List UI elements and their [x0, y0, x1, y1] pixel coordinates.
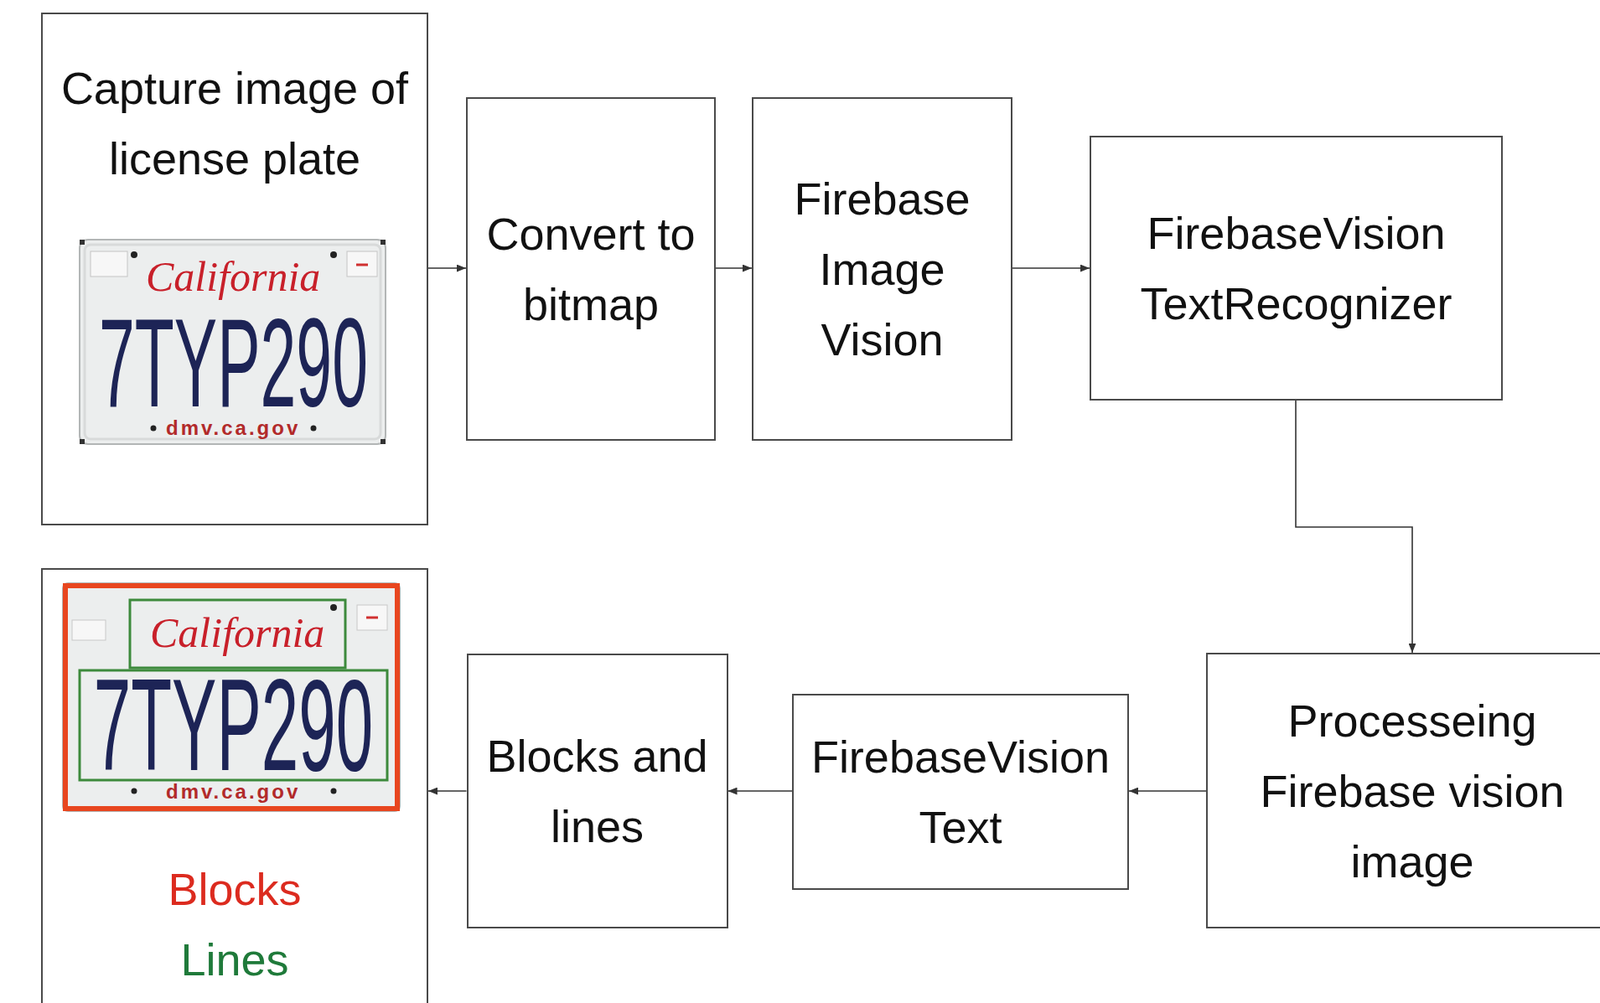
box-text: Capture image of license plate	[54, 52, 415, 194]
plate-text: California	[145, 255, 321, 298]
flow-arrow	[1012, 267, 1090, 270]
annotated-plate	[62, 583, 400, 812]
plate-text: dmv.ca.gov	[165, 418, 301, 439]
process-box: FirebaseVision TextRecognizer	[1089, 135, 1503, 401]
plate-corner	[380, 439, 386, 445]
plate-corner	[79, 439, 85, 445]
plate-sticker	[90, 251, 128, 277]
plate-body	[79, 239, 386, 445]
sticker-mark	[356, 264, 368, 267]
box-text: Blocks and lines	[480, 720, 715, 862]
line-outline	[129, 600, 346, 668]
block-outline	[65, 585, 398, 809]
process-box: Firebase Image Vision	[751, 97, 1013, 441]
plate-text: California	[150, 611, 325, 654]
flow-arrow	[428, 267, 467, 270]
flow-arrow	[728, 790, 793, 793]
box-text: FirebaseVision TextRecognizer	[1103, 197, 1490, 339]
process-box: Blocks and lines	[466, 653, 729, 929]
box-text: Lines	[180, 924, 289, 995]
plate-bolt	[150, 425, 157, 432]
plate-sticker	[72, 620, 106, 641]
box-text: Blocks	[167, 854, 301, 925]
plate-sticker	[346, 251, 378, 277]
plate-text: 7TYP290	[93, 660, 373, 791]
sticker-mark	[366, 616, 378, 620]
plate-bolt	[130, 251, 138, 259]
plate-corner	[79, 239, 85, 245]
plate-bolt	[330, 604, 337, 612]
flow-arrow	[715, 267, 752, 270]
box-text: Convert to bitmap	[479, 198, 703, 340]
plate-body	[62, 583, 400, 812]
process-box: Processeing Firebase vision image	[1206, 652, 1600, 929]
captured-plate	[79, 239, 386, 445]
flow-arrow	[428, 790, 467, 793]
box-text: Firebase Image Vision	[781, 163, 984, 375]
process-box: Convert to bitmap	[466, 97, 716, 441]
box-text: Processeing Firebase vision image	[1232, 685, 1593, 897]
flow-arrow	[1295, 400, 1413, 653]
plate-rim	[84, 244, 381, 440]
plate-text: dmv.ca.gov	[165, 781, 301, 803]
plate-text: 7TYP290	[98, 299, 368, 425]
plate-corner	[380, 239, 386, 245]
box-text: FirebaseVision Text	[805, 721, 1116, 863]
plate-bolt	[330, 251, 337, 259]
process-box: FirebaseVision Text	[792, 693, 1129, 891]
plate-bolt	[310, 425, 317, 432]
plate-sticker	[357, 605, 388, 631]
flow-arrow	[1128, 790, 1207, 793]
